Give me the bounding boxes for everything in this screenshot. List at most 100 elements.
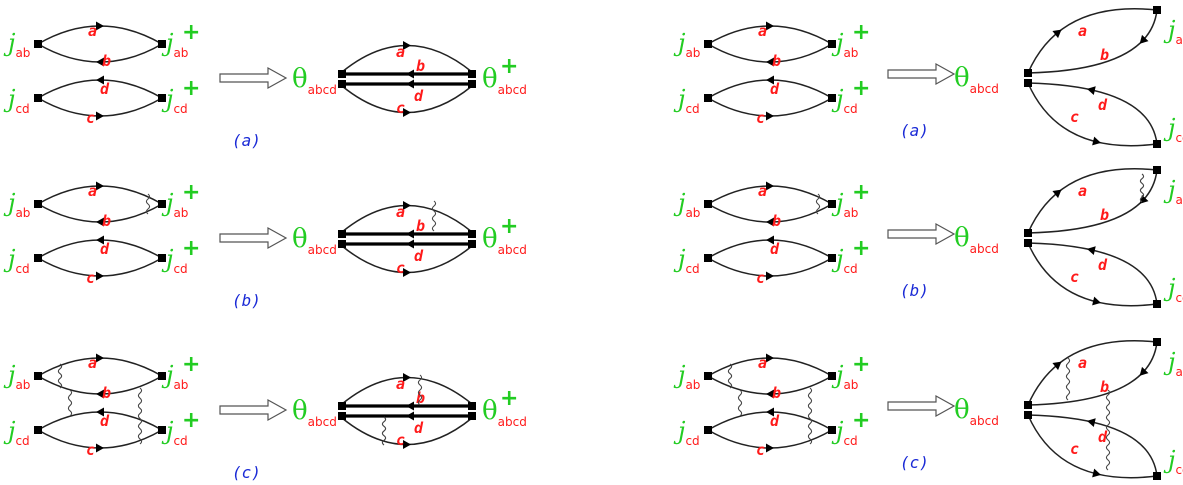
flavor-label-a: a [396,43,405,61]
current-symbol: jab [1163,348,1183,379]
quark-propagator [1027,168,1158,234]
flavor-label-d: d [770,80,780,98]
vertex-square [34,426,42,434]
current-j-cd: jcd [3,245,30,276]
flavor-label-c: c [756,109,765,127]
vertex-square [34,254,42,262]
vertex-square [1153,472,1161,480]
gluon-line [807,387,813,445]
vertex-square [1024,401,1032,409]
flavor-label-b: b [416,57,425,75]
propagator-arrowhead [766,21,774,31]
theta-subscript: abcd [308,243,337,257]
vertex-square [34,200,42,208]
current-j-cd: jcd [3,417,30,448]
vertex-square [34,372,42,380]
current-subscript: ab [173,378,188,392]
theta-symbol: θabcd [292,396,337,429]
theta-abcd: θabcd [292,224,337,257]
quark-propagator [1027,414,1158,477]
theta-abcd-dagger: θabcd+ [482,214,527,257]
current-symbol: jcd [673,417,700,448]
current-subscript: ab [685,378,700,392]
dagger-plus: + [852,20,870,45]
current-subscript: ab [843,206,858,220]
quark-propagator [1027,82,1158,147]
theta-subscript: abcd [498,83,527,97]
theta-symbol: θabcd [292,64,337,97]
theta-subscript: abcd [308,83,337,97]
vertex-square [1024,239,1032,247]
current-j-ab: jab [3,189,30,220]
propagator-arrowhead [1086,418,1096,428]
dagger-plus: + [500,214,518,239]
vertex-square [828,372,836,380]
gluon-line [381,416,387,446]
gluon-line [815,193,821,215]
quark-propagator [37,257,163,277]
propagator-arrowhead [96,235,104,245]
propagator-arrowhead [1092,296,1101,306]
propagator-arrowhead [96,75,104,85]
current-j-cd: jcd [673,85,700,116]
flavor-label-a: a [758,354,767,372]
quark-propagator [1027,9,1158,74]
propagator-arrowhead [1086,86,1096,96]
current-subscript: cd [173,434,187,448]
propagator-arrowhead [1092,136,1101,146]
quark-propagator [707,357,833,377]
theta-abcd-dagger: θabcd+ [482,54,527,97]
propagator-arrowhead [96,389,104,399]
current-symbol: jab [673,29,700,60]
quark-propagator [707,375,833,395]
current-j-cd-dagger: jcd+ [161,236,200,276]
theta-subscript: abcd [308,415,337,429]
quark-propagator [37,203,163,223]
vertex-square [704,426,712,434]
quark-propagator [1027,340,1158,406]
current-subscript: ab [1175,193,1183,207]
theta-subscript: abcd [970,242,999,256]
dagger-plus: + [182,236,200,261]
propagator-arrowhead [766,111,774,121]
current-subscript: ab [1175,365,1183,379]
quark-propagator [707,25,833,45]
current-symbol: jab [1163,176,1183,207]
gluon-line [57,363,63,389]
flavor-label-b: b [102,384,111,402]
flavor-label-b: b [102,52,111,70]
current-subscript: cd [843,434,857,448]
current-subscript: cd [685,262,699,276]
vertex-square [468,80,476,88]
current-j-ab-dagger: jab+ [1163,16,1183,47]
theta-symbol: θabcd [954,223,999,256]
propagator-arrowhead [96,217,104,227]
current-j-ab: jab [673,189,700,220]
vertex-square [704,94,712,102]
theta-abcd: θabcd [292,64,337,97]
propagator-arrowhead [96,57,104,67]
vertex-square [1153,140,1161,148]
propagator-arrowhead [766,235,774,245]
current-j-cd-dagger: jcd+ [831,408,870,448]
quark-propagator [341,204,473,233]
quark-propagator [1027,341,1158,406]
current-subscript: ab [173,206,188,220]
theta-subscript: abcd [970,414,999,428]
current-j-ab: jab [3,29,30,60]
flavor-label-d: d [1098,96,1108,114]
propagator-arrowhead [96,181,104,191]
current-subscript: ab [685,46,700,60]
vertex-square [1024,229,1032,237]
dagger-plus: + [852,352,870,377]
propagator-arrowhead [403,41,411,50]
flavor-label-c: c [756,269,765,287]
dagger-plus: + [182,352,200,377]
gluon-line [431,200,437,232]
quark-propagator [341,245,473,274]
propagator-arrowhead [766,75,774,85]
